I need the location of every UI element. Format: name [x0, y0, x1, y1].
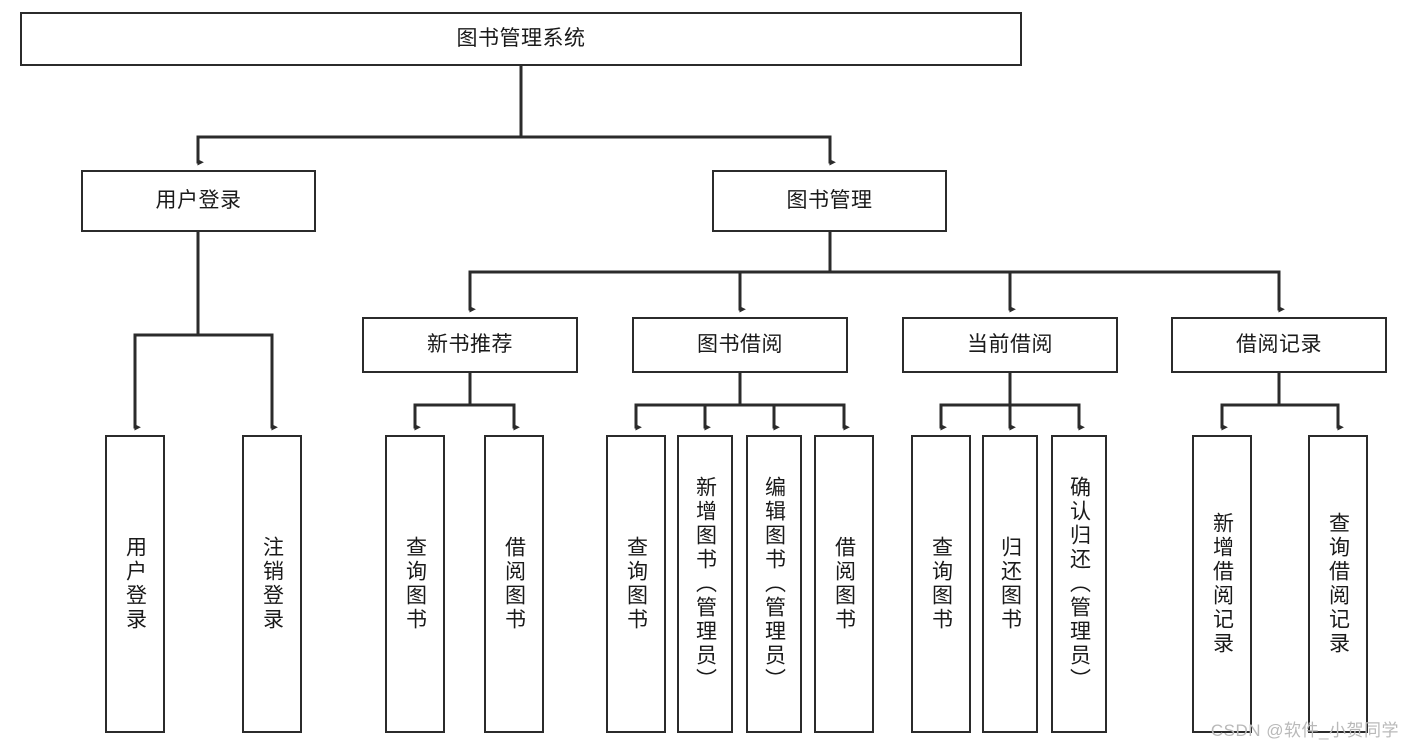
node-label: 查询图书	[929, 536, 953, 632]
leaf-book-borrow-query-books[interactable]: 查询图书	[606, 435, 666, 733]
node-label: 新书推荐	[427, 332, 513, 356]
node-label: 新增图书（管理员）	[693, 476, 717, 692]
leaf-borrow-record-add-record[interactable]: 新增借阅记录	[1192, 435, 1252, 733]
leaf-book-borrow-edit-book-admin[interactable]: 编辑图书（管理员）	[746, 435, 802, 733]
node-label: 归还图书	[998, 536, 1022, 632]
leaf-new-book-borrow-books[interactable]: 借阅图书	[484, 435, 544, 733]
node-label: 图书借阅	[697, 332, 783, 356]
node-label: 用户登录	[155, 188, 242, 212]
node-user-login[interactable]: 用户登录	[81, 170, 316, 232]
node-label: 编辑图书（管理员）	[762, 476, 786, 692]
leaf-user-login-signout[interactable]: 注销登录	[242, 435, 302, 733]
node-label: 借阅图书	[502, 536, 526, 632]
node-label: 查询图书	[624, 536, 648, 632]
leaf-book-borrow-borrow-books[interactable]: 借阅图书	[814, 435, 874, 733]
leaf-new-book-query-books[interactable]: 查询图书	[385, 435, 445, 733]
node-label: 确认归还（管理员）	[1067, 476, 1091, 692]
node-borrowing-records[interactable]: 借阅记录	[1171, 317, 1387, 373]
leaf-user-login-signin[interactable]: 用户登录	[105, 435, 165, 733]
node-label: 注销登录	[260, 536, 284, 632]
leaf-current-borrow-return-books[interactable]: 归还图书	[982, 435, 1038, 733]
node-current-borrowing[interactable]: 当前借阅	[902, 317, 1118, 373]
node-new-book-recommendation[interactable]: 新书推荐	[362, 317, 578, 373]
node-label: 借阅图书	[832, 536, 856, 632]
node-book-management[interactable]: 图书管理	[712, 170, 947, 232]
node-root-book-management-system[interactable]: 图书管理系统	[20, 12, 1022, 66]
node-label: 当前借阅	[967, 332, 1053, 356]
node-label: 图书管理系统	[456, 26, 586, 50]
node-label: 借阅记录	[1236, 332, 1322, 356]
leaf-current-borrow-query-books[interactable]: 查询图书	[911, 435, 971, 733]
leaf-current-borrow-confirm-return-admin[interactable]: 确认归还（管理员）	[1051, 435, 1107, 733]
node-label: 查询借阅记录	[1326, 512, 1350, 656]
node-book-borrowing[interactable]: 图书借阅	[632, 317, 848, 373]
node-label: 查询图书	[403, 536, 427, 632]
leaf-borrow-record-query-record[interactable]: 查询借阅记录	[1308, 435, 1368, 733]
leaf-book-borrow-add-book-admin[interactable]: 新增图书（管理员）	[677, 435, 733, 733]
node-label: 图书管理	[786, 188, 873, 212]
node-label: 新增借阅记录	[1210, 512, 1234, 656]
node-label: 用户登录	[123, 536, 147, 632]
